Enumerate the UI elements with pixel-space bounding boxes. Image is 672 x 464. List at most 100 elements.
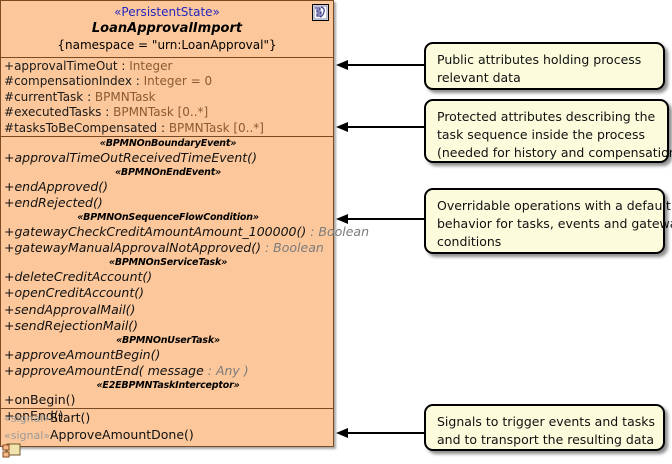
class-stereotype: «PersistentState» [114, 5, 220, 19]
operation-signature: sendRejectionMail() [14, 318, 139, 333]
note-line: Overridable operations with a default [437, 198, 671, 213]
attribute-row: +approvalTimeOut : Integer [3, 59, 333, 74]
operation-group-stereotype: «BPMNOnUserTask» [116, 334, 220, 346]
operation-row: +approvalTimeOutReceivedTimeEvent() [3, 150, 333, 167]
connector-arrow-public-attributes [336, 59, 426, 71]
operation-signature: gatewayManualApprovalNotApproved() [14, 240, 261, 255]
note-public-attributes[interactable]: Public attributes holding process releva… [424, 42, 665, 90]
connector-arrow-signals [336, 427, 426, 439]
attribute-separator: : [117, 59, 130, 73]
operation-group-stereotype: «BPMNOnServiceTask» [108, 256, 228, 268]
operation-visibility: + [4, 285, 15, 300]
operation-return-type: : Boolean [261, 240, 324, 255]
attribute-type: BPMNTask [94, 89, 156, 104]
attribute-type: BPMNTask [0..*] [168, 120, 264, 135]
arrow-shaft [346, 218, 426, 220]
operations-compartment: «BPMNOnBoundaryEvent» +approvalTimeOutRe… [1, 136, 369, 423]
operation-visibility: + [4, 150, 15, 165]
note-line: relevant data [437, 70, 521, 85]
operation-visibility: + [4, 408, 15, 423]
connector-arrow-operations [336, 213, 426, 225]
signal-stereotype: «signal» [4, 412, 50, 425]
signal-name: ApproveAmountDone() [50, 427, 194, 442]
attribute-separator: : [101, 105, 114, 120]
note-overridable-operations[interactable]: Overridable operations with a default be… [424, 188, 672, 254]
operation-signature: onBegin() [14, 391, 76, 407]
operation-row: +sendApprovalMail() [3, 302, 333, 319]
operation-visibility: + [4, 178, 15, 194]
attribute-row: #compensationIndex : Integer = 0 [3, 74, 333, 89]
note-signals[interactable]: Signals to trigger events and tasks and … [424, 404, 665, 451]
arrow-shaft [346, 126, 426, 128]
operation-signature: endApproved() [14, 178, 109, 194]
attribute-visibility: + [4, 59, 15, 73]
operation-signature: endRejected() [14, 195, 103, 210]
connector-arrow-protected-attributes [336, 121, 426, 133]
arrow-head-icon [336, 214, 348, 224]
attribute-name: executedTasks [14, 105, 102, 120]
operation-signature: deleteCreditAccount() [14, 268, 153, 284]
note-protected-attributes[interactable]: Protected attributes describing the task… [424, 99, 672, 163]
signal-row: «signal»ApproveAmountDone() [3, 427, 333, 444]
attribute-visibility: # [4, 74, 15, 89]
operation-signature: openCreditAccount() [14, 285, 144, 300]
operation-row: +gatewayCheckCreditAmountAmount_100000()… [3, 223, 369, 241]
package-diagram-icon [2, 443, 21, 460]
attribute-visibility: # [4, 89, 15, 104]
operation-row: +onBegin() [3, 392, 333, 409]
operation-row: +endApproved() [3, 179, 333, 196]
note-line: Signals to trigger events and tasks [437, 414, 655, 429]
operation-visibility: + [4, 346, 15, 362]
operation-signature: onEnd() [14, 408, 64, 423]
operation-signature: approveAmountEnd( message [14, 363, 204, 378]
operation-group-stereotype: «E2EBPMNTaskInterceptor» [96, 379, 240, 391]
operation-row: +deleteCreditAccount() [3, 269, 333, 286]
attribute-name: approvalTimeOut [14, 59, 118, 73]
note-line: and to transport the resulting data [437, 432, 655, 447]
operation-row: +approveAmountEnd( message : Any ) [3, 363, 333, 380]
operation-signature: sendApprovalMail() [14, 301, 136, 317]
signal-name: Start() [50, 410, 91, 425]
arrow-shaft [346, 64, 426, 66]
attribute-type: Integer [129, 59, 173, 73]
attribute-separator: : [131, 74, 144, 89]
attribute-row: #currentTask : BPMNTask [3, 90, 333, 105]
class-header-compartment: «PersistentState» LoanApprovalImport {na… [1, 1, 333, 57]
attribute-type: BPMNTask [0..*] [113, 105, 209, 120]
operation-row: +approveAmountBegin() [3, 347, 333, 364]
operation-signature: gatewayCheckCreditAmountAmount_100000() [14, 223, 307, 239]
arrow-head-icon [336, 428, 348, 438]
attributes-compartment: +approvalTimeOut : Integer #compensation… [1, 57, 333, 136]
signal-stereotype: «signal» [4, 429, 50, 442]
arrow-head-icon [336, 60, 348, 70]
uml-class-box[interactable]: «PersistentState» LoanApprovalImport {na… [0, 0, 369, 447]
operation-row: +gatewayManualApprovalNotApproved() : Bo… [3, 240, 333, 257]
attribute-name: compensationIndex [14, 74, 132, 89]
operation-visibility: + [4, 240, 15, 255]
operation-visibility: + [4, 318, 15, 333]
operation-group-stereotype: «BPMNOnEndEvent» [114, 166, 222, 178]
operation-group-stereotype: «BPMNOnBoundaryEvent» [99, 138, 237, 149]
class-name: LoanApprovalImport [91, 21, 243, 36]
operation-row: +endRejected() [3, 195, 333, 212]
attribute-visibility: # [4, 120, 15, 135]
operation-return-type: : Boolean [306, 223, 370, 239]
attribute-row: #executedTasks : BPMNTask [0..*] [3, 105, 333, 120]
operation-row: +openCreditAccount() [3, 285, 333, 302]
note-line: task sequence inside the process [437, 127, 645, 142]
operation-row: +onEnd() [3, 408, 333, 425]
note-line: (needed for history and compensation) [437, 145, 672, 160]
note-line: conditions [437, 234, 502, 249]
operation-signature: approveAmountBegin() [14, 346, 161, 362]
operation-visibility: + [4, 268, 15, 284]
attribute-row: #tasksToBeCompensated : BPMNTask [0..*] [3, 121, 333, 136]
note-line: Public attributes holding process [437, 52, 642, 67]
attribute-separator: : [83, 89, 95, 104]
operation-visibility: + [4, 301, 15, 317]
attribute-name: tasksToBeCompensated [14, 120, 158, 135]
operation-visibility: + [4, 363, 15, 378]
signals-compartment: «signal»Start() «signal»ApproveAmountDon… [1, 408, 333, 447]
arrow-shaft [346, 432, 426, 434]
operation-group-stereotype: «BPMNOnSequenceFlowCondition» [77, 211, 259, 223]
arrow-head-icon [336, 122, 348, 132]
